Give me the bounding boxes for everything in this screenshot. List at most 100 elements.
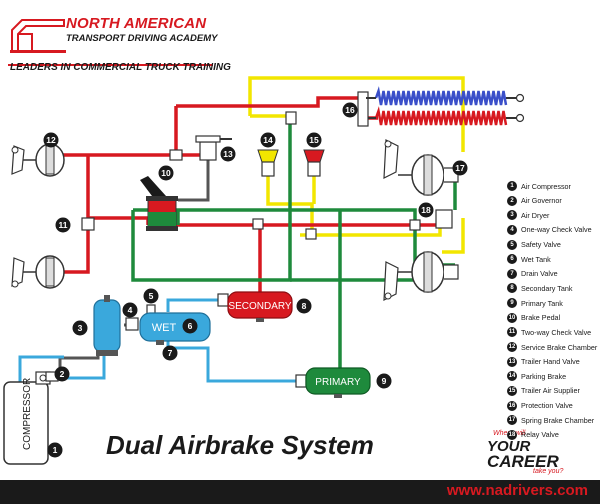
callout-marker: 16 — [342, 102, 358, 118]
legend-number: 9 — [507, 298, 517, 309]
callout-marker: 4 — [122, 302, 138, 318]
callout-number: 3 — [78, 323, 83, 333]
legend-item: 9 Primary Tank — [507, 296, 599, 310]
wet-tank-label: WET — [152, 322, 177, 334]
legend-label: Protection Valve — [521, 401, 573, 411]
callout-marker: 8 — [296, 298, 312, 314]
legend-label: Air Compressor — [521, 181, 571, 191]
legend-label: Brake Pedal — [521, 313, 561, 323]
legend-number: 4 — [507, 224, 517, 235]
callout-number: 5 — [149, 291, 154, 301]
logo-subtitle: TRANSPORT DRIVING ACADEMY — [66, 33, 218, 44]
diagram-title: Dual Airbrake System — [106, 430, 374, 460]
service-brake-chamber-front-bottom — [11, 255, 65, 289]
air-compressor: COMPRESSOR — [3, 371, 51, 465]
legend-label: Wet Tank — [521, 254, 551, 264]
callout-number: 16 — [345, 105, 355, 115]
legend-item: 11 Two-way Check Valve — [507, 325, 599, 339]
legend-item: 15 Trailer Air Supplier — [507, 384, 599, 398]
legend-number: 2 — [507, 195, 517, 206]
legend-label: Primary Tank — [521, 298, 563, 308]
primary-tank: PRIMARY — [305, 367, 371, 398]
legend-number: 12 — [507, 342, 517, 353]
legend-number: 8 — [507, 283, 517, 294]
legend-number: 11 — [507, 327, 517, 338]
legend-number: 15 — [507, 385, 517, 396]
callout-marker: 15 — [306, 132, 322, 148]
legend-label: Secondary Tank — [521, 283, 573, 293]
callout-marker: 5 — [143, 288, 159, 304]
legend-label: Trailer Air Supplier — [521, 386, 580, 396]
tractor-protection-valve — [285, 91, 369, 127]
legend-number: 14 — [507, 371, 517, 382]
legend-number: 18 — [507, 429, 517, 440]
callout-number: 7 — [168, 348, 173, 358]
callout-number: 1 — [53, 445, 58, 455]
career-line3: CAREER — [487, 452, 559, 471]
callout-marker: 6 — [182, 318, 198, 334]
brake-pedal — [140, 176, 178, 231]
trailer-hand-valve — [195, 135, 232, 161]
callout-marker: 9 — [376, 373, 392, 389]
logo-rule — [8, 64, 213, 66]
spring-brake-chamber-rear-top — [383, 139, 459, 196]
legend-item: 1 Air Compressor — [507, 179, 599, 193]
legend-item: 6 Wet Tank — [507, 252, 599, 266]
relay-valve — [435, 209, 453, 229]
callout-marker: 17 — [452, 160, 468, 176]
legend-item: 2 Air Governor — [507, 194, 599, 208]
callout-marker: 18 — [418, 202, 434, 218]
legend-label: Air Dryer — [521, 210, 550, 220]
legend-label: Service Brake Chamber — [521, 342, 598, 352]
air-dryer — [93, 295, 121, 356]
wet-tank: WET — [139, 312, 211, 345]
callout-number: 17 — [455, 163, 465, 173]
legend-number: 1 — [507, 181, 517, 191]
legend-number: 13 — [507, 356, 517, 367]
trailer-air-supply-valve — [303, 149, 325, 177]
callout-number: 15 — [309, 135, 319, 145]
footer-bar — [0, 480, 600, 504]
callout-number: 14 — [263, 135, 273, 145]
callout-marker: 7 — [162, 345, 178, 361]
callout-marker: 13 — [220, 146, 236, 162]
callout-number: 6 — [188, 321, 193, 331]
secondary-tank-label: SECONDARY — [228, 301, 291, 312]
legend-label: Drain Valve — [521, 269, 558, 279]
callout-number: 12 — [46, 135, 56, 145]
legend-number: 6 — [507, 254, 517, 265]
legend-label: Two-way Check Valve — [521, 327, 592, 337]
legend-label: Air Governor — [521, 196, 562, 206]
callout-marker: 14 — [260, 132, 276, 148]
legend-item: 13 Trailer Hand Valve — [507, 355, 599, 369]
spring-brake-chamber-rear-bottom — [383, 251, 459, 301]
emergency-hose-coil — [368, 106, 525, 126]
primary-tank-label: PRIMARY — [315, 377, 361, 388]
service-hose-coil — [366, 86, 525, 106]
legend-item: 8 Secondary Tank — [507, 281, 599, 295]
tagline: LEADERS IN COMMERCIAL TRUCK TRAINING — [10, 62, 231, 73]
legend-label: Spring Brake Chamber — [521, 415, 595, 425]
legend-item: 3 Air Dryer — [507, 208, 599, 222]
callout-number: 8 — [302, 301, 307, 311]
legend-number: 3 — [507, 210, 517, 221]
logo-title: NORTH AMERICAN — [66, 15, 207, 32]
callout-marker: 3 — [72, 320, 88, 336]
callout-marker: 12 — [43, 132, 59, 148]
legend-label: Trailer Hand Valve — [521, 357, 580, 367]
website-link[interactable]: www.nadrivers.com — [446, 482, 588, 499]
red-air-lines — [60, 96, 440, 295]
legend-number: 5 — [507, 239, 517, 250]
line-fittings — [169, 149, 421, 240]
callout-number: 9 — [382, 376, 387, 386]
